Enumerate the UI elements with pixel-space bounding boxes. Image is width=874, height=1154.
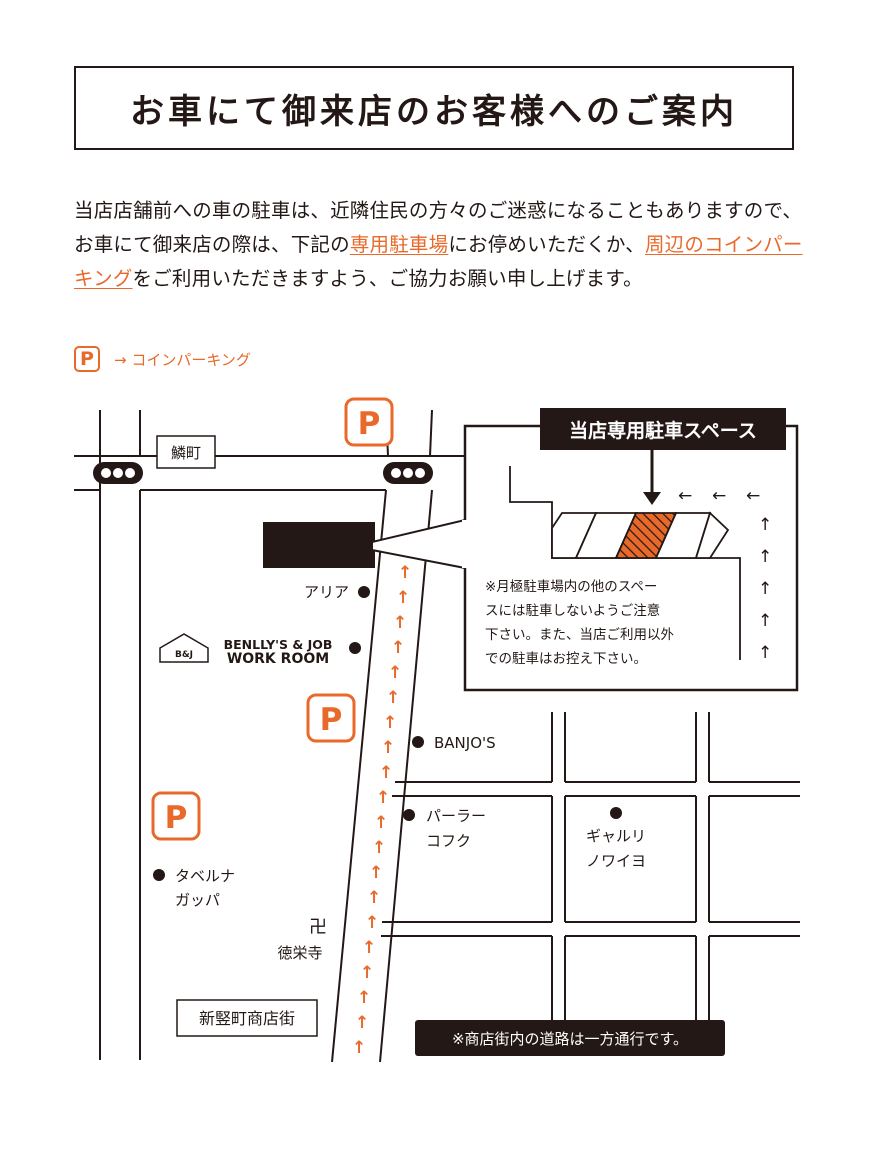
intro-text: 当店店舗前への車の駐車は、近隣住民の方々のご迷惑になることもありますので、お車に…: [74, 194, 804, 296]
one-way-arrow: ↑: [369, 863, 383, 883]
one-way-arrow: ↑: [367, 888, 381, 908]
one-way-arrows: ↑ ↑ ↑ ↑ ↑ ↑ ↑ ↑ ↑ ↑ ↑ ↑ ↑ ↑ ↑ ↑ ↑ ↑ ↑ ↑: [352, 563, 412, 1058]
svg-text:BANJO'S: BANJO'S: [434, 734, 496, 752]
svg-text:P: P: [165, 800, 188, 836]
svg-text:徳栄寺: 徳栄寺: [277, 944, 322, 962]
one-way-arrow: ↑: [362, 938, 376, 958]
dedicated-parking-link[interactable]: 専用駐車場: [349, 233, 449, 256]
one-way-arrow: ↑: [374, 813, 388, 833]
legend-label: → コインパーキング: [114, 350, 251, 369]
flow-arrow-up: ↑: [758, 611, 772, 631]
coin-parking-icon: P: [151, 791, 201, 841]
callout-header: 当店専用駐車スペース: [569, 419, 757, 442]
landmark-tokueiji-temple: 卍 徳栄寺: [277, 917, 327, 962]
svg-text:WORK ROOM: WORK ROOM: [227, 651, 329, 667]
one-way-arrow: ↑: [376, 788, 390, 808]
svg-text:P: P: [320, 702, 343, 738]
one-way-arrow: ↑: [386, 688, 400, 708]
svg-text:での駐車はお控え下さい。: での駐車はお控え下さい。: [485, 651, 647, 667]
one-way-arrow: ↑: [352, 1038, 366, 1058]
traffic-light-icon: [383, 462, 433, 484]
street-label-rinmachi: 鱗町: [156, 435, 216, 469]
intro-part1: 当店店舗前への車の駐車は、近隣住民の方々のご迷惑になることもありますので、お車に…: [74, 199, 803, 256]
one-way-arrow: ↑: [381, 738, 395, 758]
svg-text:ギャルリ: ギャルリ: [586, 827, 646, 845]
dedicated-parking-callout: 当店専用駐車スペース ← ← ← ↑ ↑ ↑ ↑ ↑ ※月極駐車場内の他のスペー…: [371, 408, 799, 692]
one-way-arrow: ↑: [372, 838, 386, 858]
coin-parking-icon: P: [306, 693, 356, 743]
one-way-arrow: ↑: [355, 1013, 369, 1033]
map-legend: P → コインパーキング: [74, 346, 251, 372]
intro-part2: にお停めいただくか、: [448, 233, 645, 256]
landmark-parlour-kofuku: パーラー コフク: [403, 807, 486, 850]
svg-text:アリア: アリア: [304, 583, 349, 601]
store-location: [263, 522, 375, 568]
landmark-taberna-gappa: タベルナ ガッパ: [153, 867, 235, 909]
one-way-arrow: ↑: [383, 713, 397, 733]
one-way-arrow: ↑: [398, 563, 412, 583]
svg-text:※月極駐車場内の他のスペー: ※月極駐車場内の他のスペー: [485, 579, 657, 595]
flow-arrow-up: ↑: [758, 515, 772, 535]
svg-text:スには駐車しないようご注意: スには駐車しないようご注意: [485, 602, 660, 619]
landmark-aria: アリア: [304, 583, 370, 601]
one-way-arrow: ↑: [391, 638, 405, 658]
svg-text:B&J: B&J: [175, 650, 193, 660]
lot-flow-arrows: ← ← ← ↑ ↑ ↑ ↑ ↑: [678, 486, 772, 663]
svg-text:下さい。また、当店ご利用以外: 下さい。また、当店ご利用以外: [485, 627, 674, 643]
svg-text:鱗町: 鱗町: [171, 444, 201, 462]
svg-text:タベルナ: タベルナ: [175, 867, 235, 885]
one-way-arrow: ↑: [357, 988, 371, 1008]
roads: [74, 409, 800, 1063]
page-title: お車にて御来店のお客様へのご案内: [130, 91, 738, 132]
coin-parking-link[interactable]: 周辺のコインパーキング: [74, 233, 803, 290]
landmark-galerie-noyau: ギャルリ ノワイヨ: [586, 807, 646, 870]
landmark-benlly: B&J BENLLY'S & JOB WORK ROOM: [159, 633, 361, 667]
flow-arrow-left: ←: [678, 486, 692, 506]
one-way-arrow: ↑: [365, 913, 379, 933]
svg-text:P: P: [358, 406, 381, 442]
svg-text:ガッパ: ガッパ: [175, 891, 220, 909]
svg-text:コフク: コフク: [426, 832, 471, 850]
coin-parking-icon: P: [344, 397, 394, 447]
one-way-arrow: ↑: [379, 763, 393, 783]
svg-text:BENLLY'S & JOB: BENLLY'S & JOB: [224, 637, 333, 652]
svg-text:※商店街内の道路は一方通行です。: ※商店街内の道路は一方通行です。: [452, 1030, 688, 1048]
shopping-street-label: 新竪町商店街: [176, 999, 318, 1037]
one-way-note: ※商店街内の道路は一方通行です。: [415, 1020, 725, 1056]
flow-arrow-up: ↑: [758, 643, 772, 663]
intro-part3: をご利用いただきますよう、ご協力お願い申し上げます。: [132, 267, 643, 290]
title-box: お車にて御来店のお客様へのご案内: [74, 66, 794, 150]
traffic-light-icon: [93, 462, 143, 484]
flow-arrow-up: ↑: [758, 579, 772, 599]
temple-icon: 卍: [309, 917, 327, 938]
svg-text:パーラー: パーラー: [426, 807, 486, 825]
flow-arrow-left: ←: [712, 486, 726, 506]
svg-text:新竪町商店街: 新竪町商店街: [199, 1009, 295, 1028]
svg-text:ノワイヨ: ノワイヨ: [586, 852, 646, 870]
flow-arrow-left: ←: [746, 486, 760, 506]
flow-arrow-up: ↑: [758, 547, 772, 567]
one-way-arrow: ↑: [393, 613, 407, 633]
callout-note: ※月極駐車場内の他のスペー スには駐車しないようご注意 下さい。また、当店ご利用…: [485, 579, 674, 667]
one-way-arrow: ↑: [388, 663, 402, 683]
one-way-arrow: ↑: [360, 963, 374, 983]
one-way-arrow: ↑: [396, 588, 410, 608]
parking-legend-icon: P: [74, 346, 100, 372]
landmark-banjos: BANJO'S: [412, 734, 496, 752]
